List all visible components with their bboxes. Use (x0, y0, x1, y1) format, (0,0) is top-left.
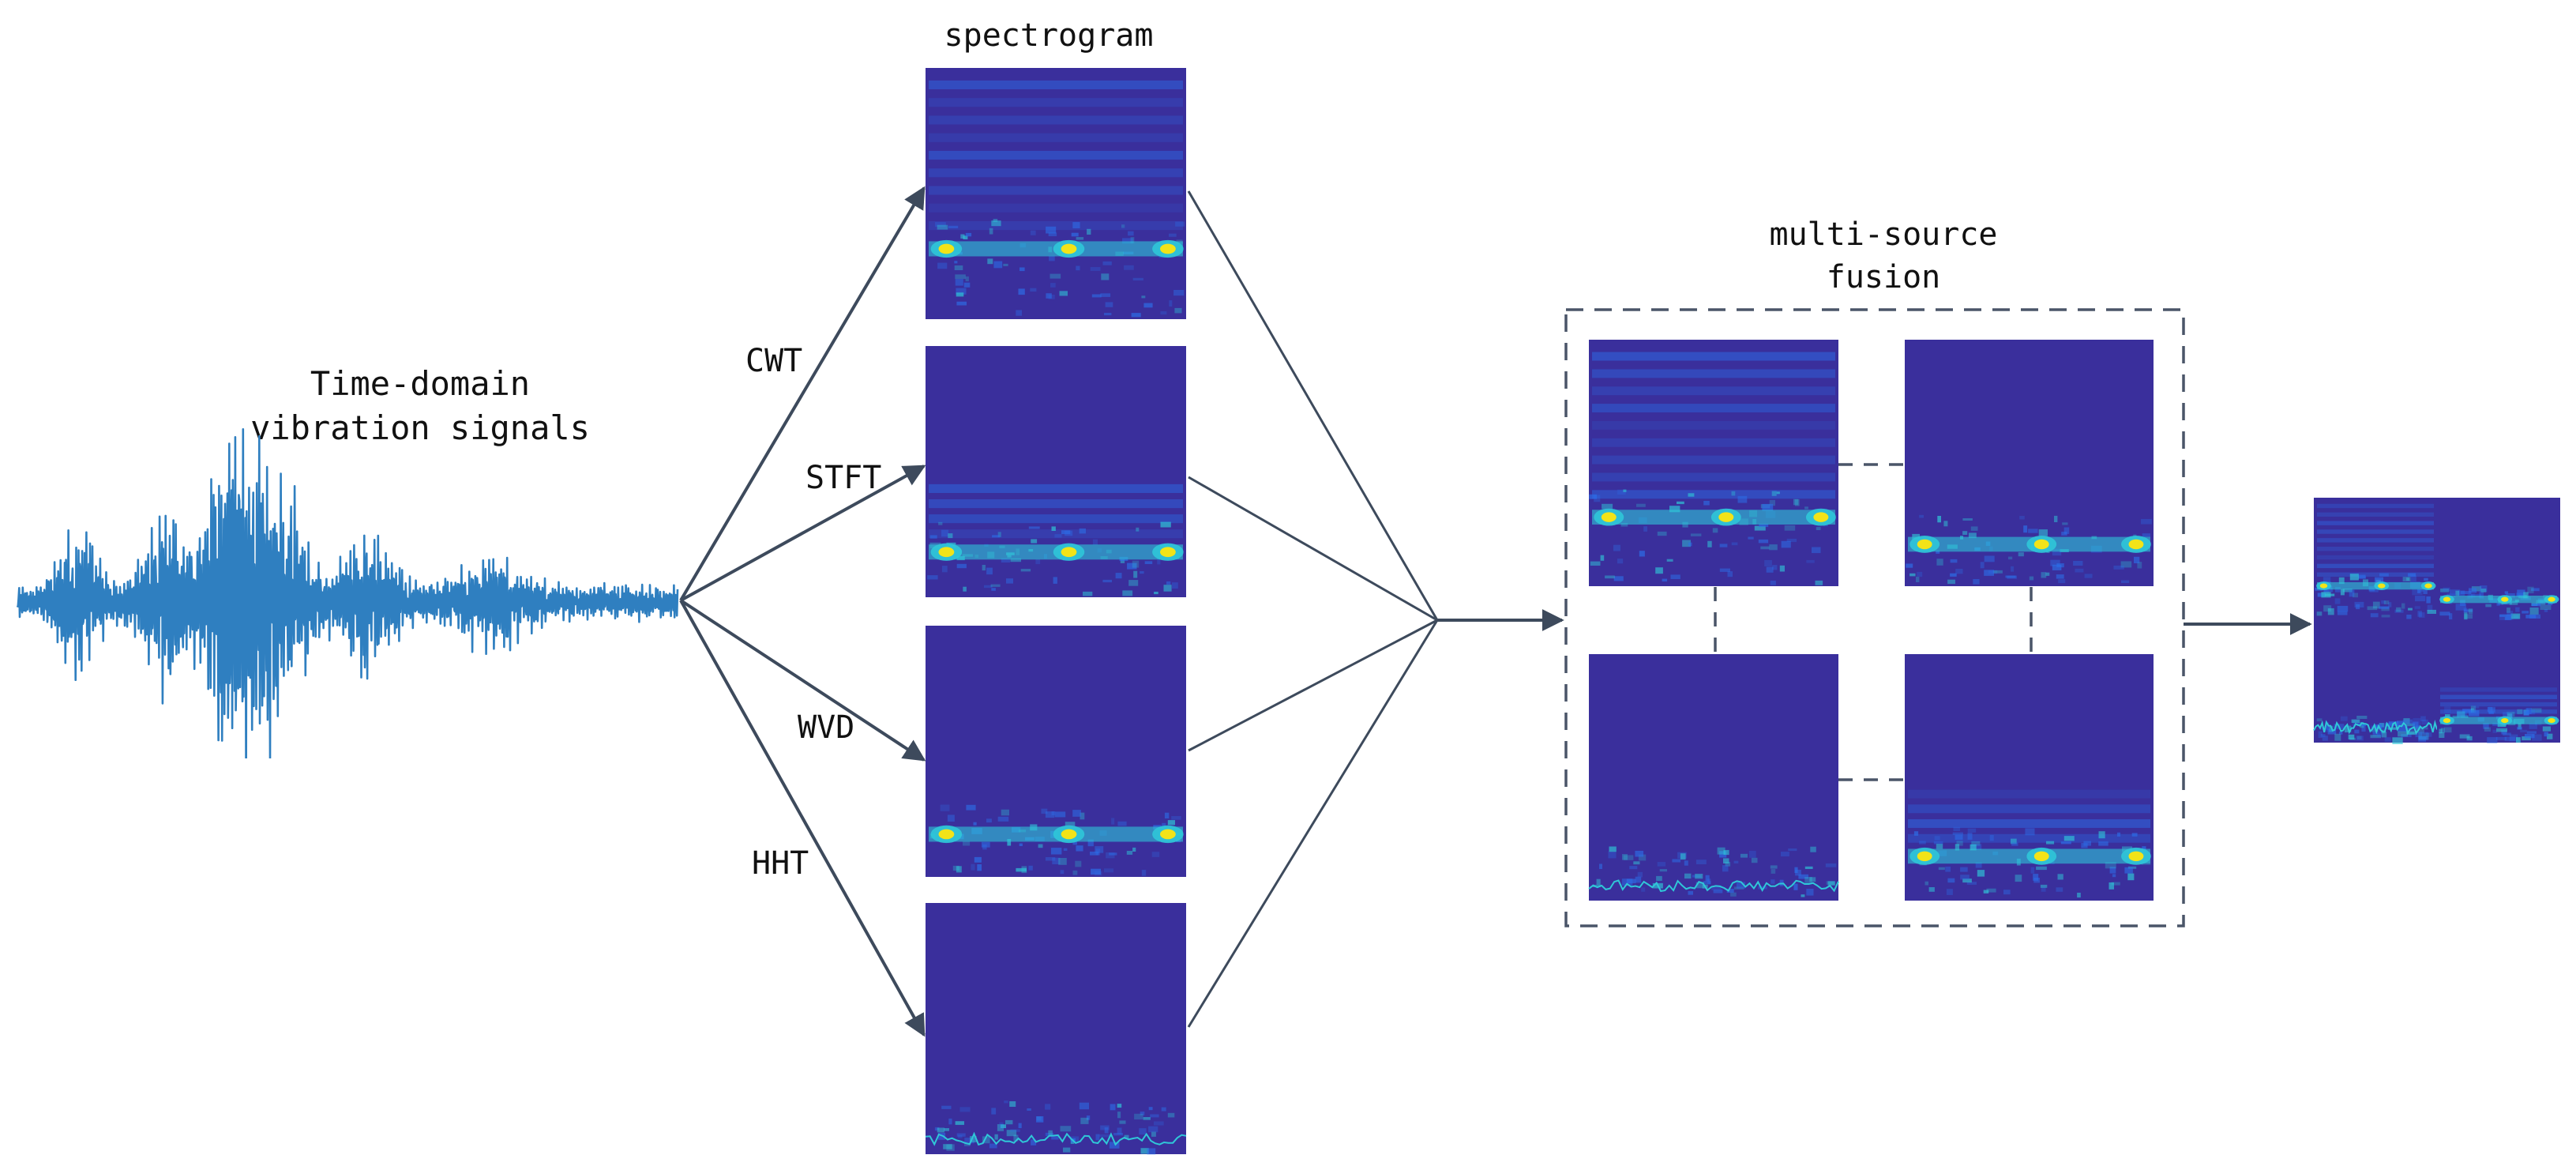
method-label-wvd: WVD (798, 709, 854, 746)
spectrogram-column (925, 68, 1187, 1155)
fusion-grid (1588, 340, 2154, 901)
fusion-dashed-box (1564, 308, 2185, 927)
fusion-tile-cwt (1589, 340, 1838, 586)
spectrogram-label: spectrogram (944, 17, 1154, 54)
spectrogram-stft (926, 346, 1186, 597)
fusion-tile-hht (1588, 654, 1839, 901)
fusion-tile-stft (1905, 654, 2154, 901)
output-quadrant-cwt (2314, 498, 2437, 620)
arrow-cwt (679, 186, 926, 602)
output-quadrant-wvd (2437, 498, 2560, 622)
merge-line-wvd (1188, 619, 1438, 752)
method-label-hht: HHT (752, 845, 809, 882)
arrow-hht (679, 600, 926, 1037)
method-label-cwt: CWT (745, 343, 802, 379)
converging-lines (1187, 190, 1439, 1028)
fused-output-image (2313, 498, 2560, 744)
signal-title-line1: Time-domain (310, 364, 530, 403)
merge-line-stft (1188, 476, 1438, 622)
fusion-label-line2: fusion (1827, 259, 1941, 295)
vibration-signal-waveform (16, 427, 679, 758)
method-arrows (679, 186, 926, 1037)
merge-line-hht (1187, 619, 1439, 1028)
merge-line-cwt (1187, 190, 1439, 621)
arrow-wvd (679, 599, 926, 762)
fusion-tile-wvd (1905, 340, 2154, 586)
output-quadrant-hht (2313, 620, 2438, 744)
signal-title-line2: vibration signals (250, 408, 590, 447)
method-label-stft: STFT (805, 460, 881, 496)
spectrogram-cwt (926, 68, 1186, 319)
fusion-connectors (1714, 463, 2033, 781)
spectrogram-hht (925, 903, 1187, 1155)
spectrogram-wvd (926, 626, 1186, 877)
arrow-stft (680, 465, 926, 602)
output-quadrant-stft (2437, 620, 2560, 743)
fusion-label-line1: multi-source (1770, 216, 1998, 253)
